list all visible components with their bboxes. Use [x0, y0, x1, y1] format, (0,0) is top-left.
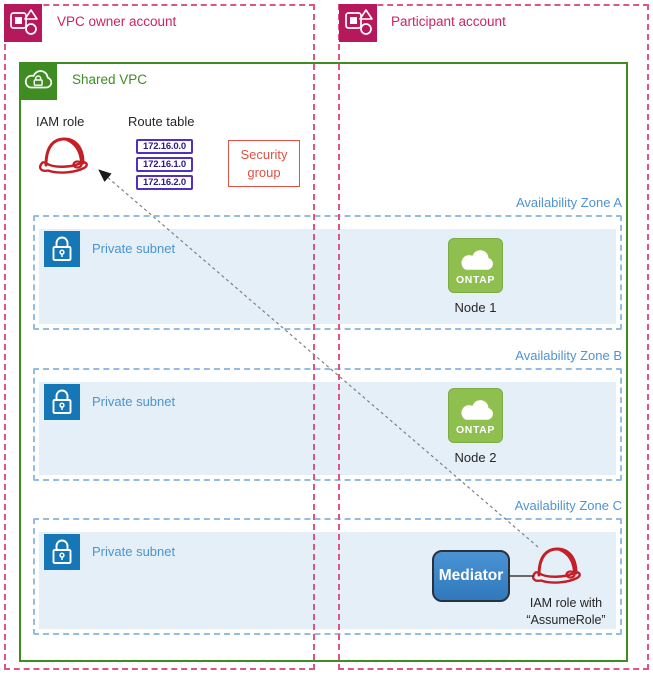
private-subnet-lock-icon: [44, 534, 80, 570]
shared-vpc-label: Shared VPC: [72, 72, 148, 87]
iam-role-label: IAM role: [36, 114, 85, 129]
route-table-label: Route table: [128, 114, 195, 129]
private-subnet-label: Private subnet: [92, 241, 176, 256]
availability-zone-c-label: Availability Zone C: [514, 498, 622, 513]
private-subnet-label: Private subnet: [92, 394, 176, 409]
security-group-box: Security group: [228, 140, 300, 187]
cloud-icon: [460, 400, 493, 420]
shared-vpc-box: [19, 62, 628, 662]
vpc-cloud-lock-icon: [19, 62, 57, 100]
iam-role-icon: [38, 134, 90, 181]
availability-zone-c-box: [33, 518, 622, 635]
ontap-node-icon: ONTAP: [448, 238, 503, 293]
aws-account-icon: [339, 4, 377, 42]
private-subnet-c: [39, 532, 616, 629]
node-1-label: Node 1: [454, 300, 497, 315]
assume-role-note-line2: “AssumeRole”: [526, 613, 606, 627]
availability-zone-b-label: Availability Zone B: [515, 348, 622, 363]
mediator-label: Mediator: [438, 567, 504, 584]
cloud-icon: [460, 250, 493, 270]
ontap-icon-label: ONTAP: [456, 424, 495, 436]
aws-account-icon: [4, 4, 42, 42]
assume-role-iam-icon: [531, 544, 583, 591]
participant-account-label: Participant account: [391, 14, 506, 29]
private-subnet-lock-icon: [44, 231, 80, 267]
security-group-label: Security group: [240, 146, 288, 180]
ontap-icon-label: ONTAP: [456, 274, 495, 286]
route-entry: 172.16.0.0: [136, 139, 193, 154]
node-2-label: Node 2: [454, 450, 497, 465]
ontap-node-icon: ONTAP: [448, 388, 503, 443]
route-entry: 172.16.2.0: [136, 175, 193, 190]
mediator-box: Mediator: [432, 550, 510, 602]
assume-role-note-line1: IAM role with: [529, 596, 603, 610]
route-entry: 172.16.1.0: [136, 157, 193, 172]
private-subnet-lock-icon: [44, 384, 80, 420]
private-subnet-label: Private subnet: [92, 544, 176, 559]
vpc-owner-account-label: VPC owner account: [57, 14, 177, 29]
availability-zone-a-label: Availability Zone A: [516, 195, 622, 210]
